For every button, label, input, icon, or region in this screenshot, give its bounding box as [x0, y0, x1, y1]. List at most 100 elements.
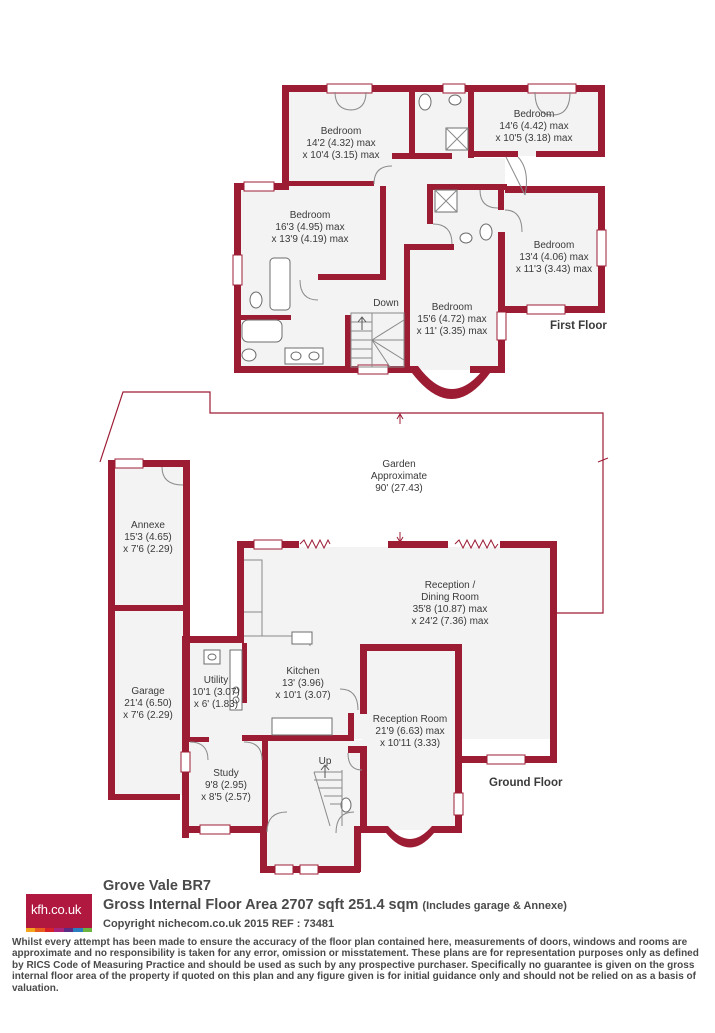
window — [526, 304, 566, 315]
room-name: Utility — [204, 675, 228, 686]
room-dimensions: x 11'3 (3.43) max — [516, 264, 592, 275]
shower — [445, 127, 469, 151]
wall — [388, 541, 448, 548]
room-dimensions: 13'4 (4.06) max — [519, 252, 588, 263]
wall — [262, 741, 268, 826]
bath — [241, 319, 283, 343]
wall — [409, 85, 415, 153]
logo-bar — [73, 928, 83, 932]
wall — [234, 366, 404, 373]
door-swing — [243, 741, 263, 761]
toilet — [249, 291, 263, 309]
door-swing — [266, 811, 288, 833]
room-fill — [115, 610, 183, 795]
room-name: Bedroom — [432, 302, 473, 313]
room-dimensions: x 11' (3.35) max — [417, 326, 488, 337]
door-swing — [334, 91, 367, 111]
window — [596, 229, 607, 267]
wall — [474, 151, 518, 157]
wall — [498, 232, 505, 312]
room-name: Bedroom — [534, 240, 575, 251]
room-name: Reception / — [425, 580, 476, 591]
room-fill — [505, 190, 603, 310]
room-dimensions: 10'1 (3.07) — [192, 687, 240, 698]
window — [114, 458, 144, 469]
logo-bar — [44, 928, 55, 932]
room-dimensions: x 8'5 (2.57) — [201, 792, 251, 803]
room-dimensions: x 13'9 (4.19) max — [272, 234, 349, 245]
logo-bar — [26, 928, 36, 932]
room-name: Bedroom — [290, 210, 331, 221]
wall — [282, 85, 289, 187]
hob — [232, 686, 240, 694]
room-name: Kitchen — [286, 666, 319, 677]
garden-outline: Garden Approximate 90' (27.43) — [99, 391, 609, 614]
stairs — [350, 312, 405, 368]
wall — [427, 184, 507, 190]
wall — [289, 181, 374, 186]
room-dimensions: x 10'11 (3.33) — [380, 738, 440, 749]
wall — [348, 746, 367, 753]
wall — [108, 605, 190, 611]
wall — [436, 826, 462, 833]
wall — [242, 735, 352, 741]
window — [299, 864, 319, 875]
room-dimensions: 21'9 (6.63) max — [375, 726, 444, 737]
room-fill — [473, 88, 603, 156]
logo-bar — [82, 928, 92, 932]
room-dimensions: x 10'1 (3.07) — [275, 690, 330, 701]
window — [527, 83, 577, 94]
room-dimensions: x 10'4 (3.15) max — [303, 150, 380, 161]
door-swing — [299, 279, 319, 301]
stairs-label: Down — [373, 298, 399, 309]
toilet — [340, 797, 352, 813]
stairs-label: Up — [319, 756, 332, 767]
toilet — [479, 223, 493, 241]
kfh-logo: kfh.co.uk — [26, 894, 92, 932]
wall — [360, 644, 367, 714]
garden-name: Garden — [382, 459, 415, 470]
floor-label: Ground Floor — [489, 777, 563, 789]
wall — [108, 460, 115, 800]
wall — [182, 636, 244, 643]
wall — [598, 85, 605, 156]
wall — [348, 713, 354, 741]
wall — [182, 636, 189, 838]
door-swing — [504, 209, 523, 233]
room-dimensions: x 7'6 (2.29) — [123, 544, 173, 555]
wall — [505, 186, 605, 193]
room-name: Bedroom — [514, 109, 555, 120]
wall — [354, 826, 361, 872]
wall — [404, 244, 410, 369]
logo-color-bars — [26, 928, 92, 932]
sink — [207, 653, 217, 661]
room-name-line2: Dining Room — [421, 592, 479, 603]
wall — [237, 541, 244, 643]
copyright-text: Copyright nichecom.co.uk 2015 REF : 7348… — [103, 918, 335, 930]
room-name: Reception Room — [373, 714, 447, 725]
hob — [232, 696, 240, 704]
wall — [260, 826, 267, 872]
wall — [468, 85, 474, 158]
wall — [455, 644, 462, 756]
door-swing — [347, 752, 363, 771]
room-dimensions: 21'4 (6.50) — [124, 698, 172, 709]
wall — [360, 746, 367, 830]
wall — [404, 244, 454, 250]
property-title: Grove Vale BR7 — [103, 878, 211, 894]
room-dimensions: 14'6 (4.42) max — [499, 121, 568, 132]
window — [253, 539, 283, 550]
wall — [189, 737, 209, 742]
basin — [448, 94, 462, 106]
shower — [434, 189, 458, 213]
ground-floor-plan: Annexe 15'3 (4.65) x 7'6 (2.29) Garage 2… — [108, 458, 563, 875]
wall — [498, 184, 504, 210]
window — [357, 364, 389, 375]
toilet — [241, 348, 257, 362]
worktop — [229, 649, 243, 711]
stairs — [313, 764, 343, 827]
door-swing — [479, 189, 499, 209]
wall — [550, 541, 557, 761]
door-swing — [161, 466, 184, 486]
wall — [404, 366, 498, 399]
